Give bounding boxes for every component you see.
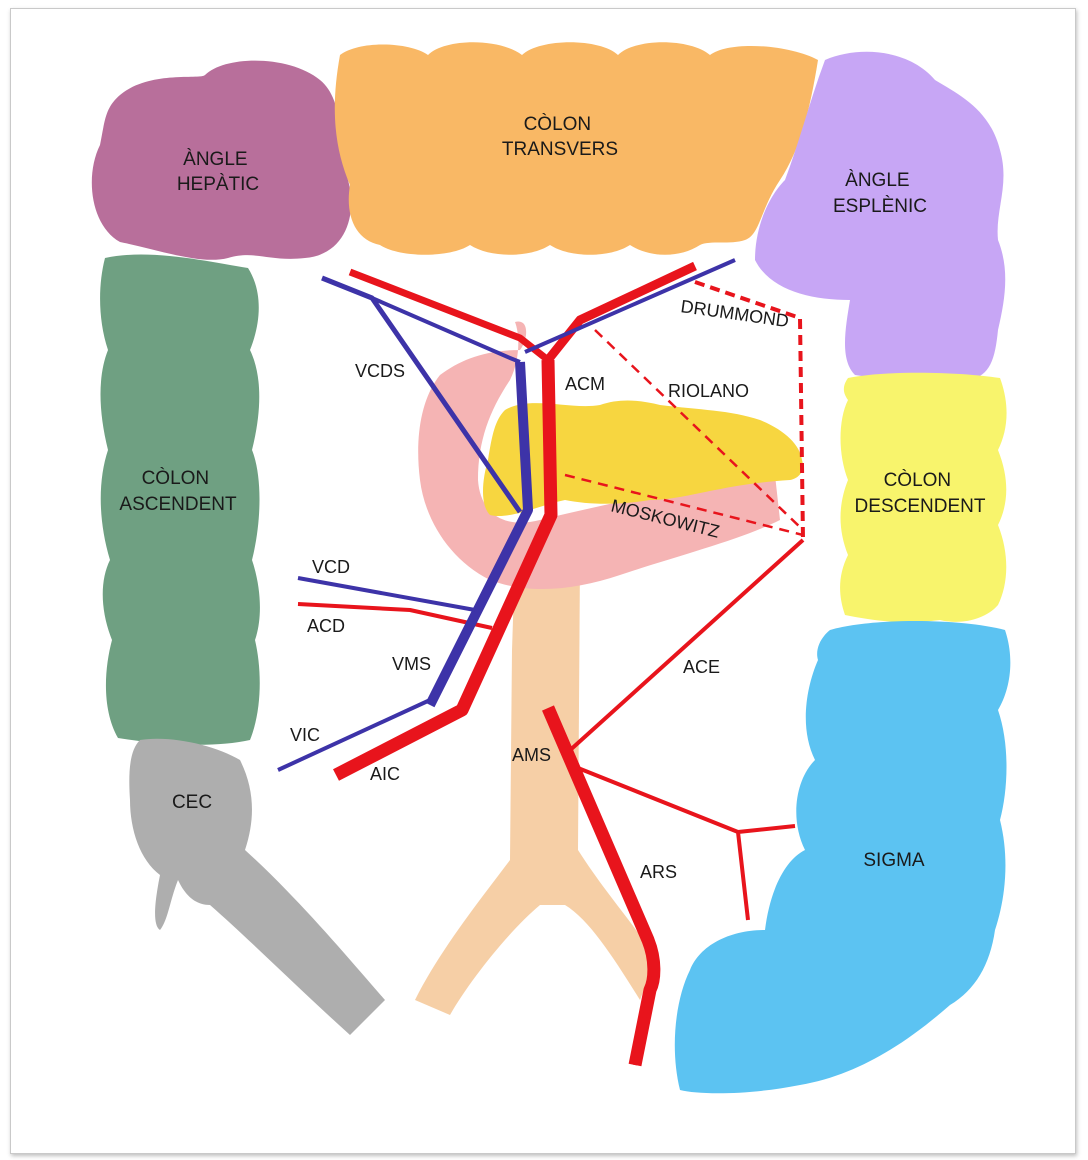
- label-drummond: DRUMMOND: [679, 296, 790, 331]
- label-acd: ACD: [307, 616, 345, 636]
- acm-right-branch: [548, 266, 695, 360]
- label-ams: AMS: [512, 745, 551, 765]
- label-ars: ARS: [640, 862, 677, 882]
- label-riolano: RIOLANO: [668, 381, 749, 401]
- label-cecum: CEC: [172, 792, 212, 813]
- label-vic: VIC: [290, 725, 320, 745]
- label-aic: AIC: [370, 764, 400, 784]
- label-vcds: VCDS: [355, 361, 405, 381]
- label-vms: VMS: [392, 654, 431, 674]
- label-ace: ACE: [683, 657, 720, 677]
- label-sigmoid: SIGMA: [863, 850, 925, 871]
- aorta: [415, 560, 655, 1015]
- label-acm: ACM: [565, 374, 605, 394]
- cecum: [129, 739, 385, 1035]
- sigmoid-colon: [675, 621, 1011, 1093]
- label-vcd: VCD: [312, 557, 350, 577]
